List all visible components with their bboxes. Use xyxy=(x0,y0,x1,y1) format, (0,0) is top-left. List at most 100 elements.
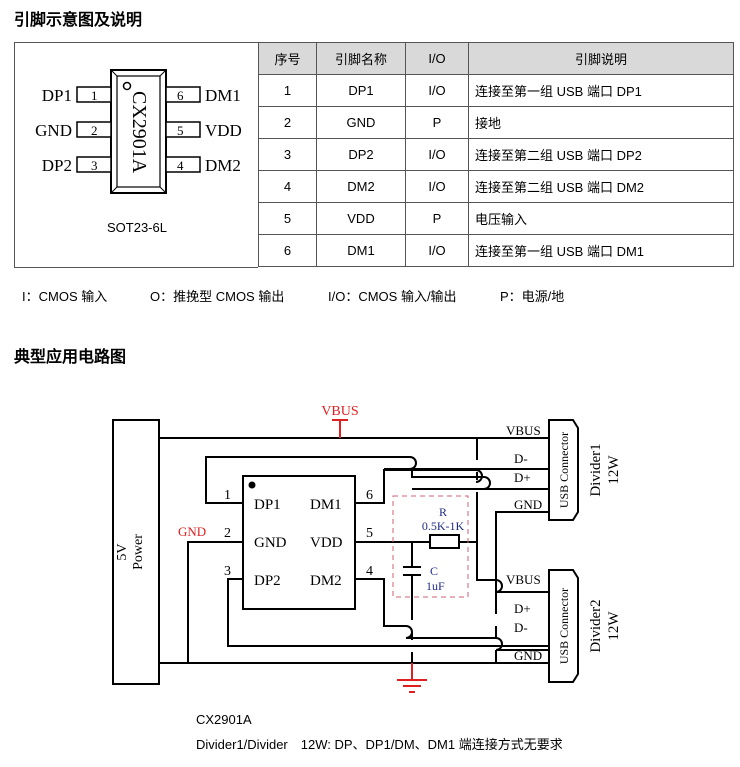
d1-sig-dminus: D- xyxy=(514,451,528,466)
pin-num-3: 3 xyxy=(91,158,98,173)
pin-num-6: 6 xyxy=(177,88,184,103)
cell-description: 电压输入 xyxy=(468,202,734,235)
usb-connector-1 xyxy=(548,419,579,521)
table-row: 2 GND P 接地 xyxy=(258,106,734,139)
cell-index: 6 xyxy=(258,234,317,267)
connector1-label: USB Connector xyxy=(557,432,571,508)
sch-pin-1: 1 xyxy=(224,488,231,503)
pin-num-5: 5 xyxy=(177,123,184,138)
capacitor xyxy=(403,542,421,610)
sch-dm1: DM1 xyxy=(310,497,342,513)
wire-vbus-divider2 xyxy=(476,438,549,593)
pin-name-4: DM2 xyxy=(205,156,241,175)
pin-name-6: DM1 xyxy=(205,86,241,105)
cell-pin-name: GND xyxy=(316,106,406,139)
cell-description: 连接至第二组 USB 端口 DM2 xyxy=(468,170,734,203)
connector2-power: 12W xyxy=(606,611,622,641)
table-row: 6 DM1 I/O 连接至第一组 USB 端口 DM1 xyxy=(258,234,734,267)
rc-dashed-box xyxy=(392,495,469,598)
pin-4 xyxy=(165,156,201,173)
pin-num-1: 1 xyxy=(91,88,98,103)
connector2-name: Divider2 xyxy=(588,599,604,652)
sch-pin-2: 2 xyxy=(224,526,231,541)
capacitor-value: 1uF xyxy=(426,579,445,593)
capacitor-name: C xyxy=(430,564,438,578)
gnd-label: GND xyxy=(178,524,206,539)
chip-inner xyxy=(116,75,161,188)
connector1-name: Divider1 xyxy=(588,443,604,496)
footer-note: Divider1/Divider 12W: DP、DP1/DM、DM1 端连接方… xyxy=(196,737,563,752)
package-svg: CX2901A 1 2 3 DP1 GND DP2 6 5 4 DM1 VDD … xyxy=(35,69,242,235)
table-header-row: 序号 引脚名称 I/O 引脚说明 xyxy=(258,42,734,75)
pin-name-1: DP1 xyxy=(42,86,72,105)
package-label: SOT23-6L xyxy=(107,220,167,235)
col-header-description: 引脚说明 xyxy=(468,42,734,75)
legend-power: P：电源/地 xyxy=(500,289,565,304)
cell-index: 3 xyxy=(258,138,317,171)
pin-num-2: 2 xyxy=(91,123,98,138)
legend-io: I/O：CMOS 输入/输出 xyxy=(328,289,457,304)
pin-3 xyxy=(76,156,112,173)
section-title-circuit: 典型应用电路图 xyxy=(14,349,127,366)
sch-dp1: DP1 xyxy=(254,497,281,513)
wire-dm2 xyxy=(355,578,549,651)
package-diagram: CX2901A 1 2 3 DP1 GND DP2 6 5 4 DM1 VDD … xyxy=(14,42,258,268)
vbus-symbol xyxy=(332,419,348,438)
pin-5 xyxy=(165,121,201,138)
footer-chip-name: CX2901A xyxy=(196,712,252,727)
cell-description: 接地 xyxy=(468,106,734,139)
pin-6 xyxy=(165,86,201,103)
chip-name: CX2901A xyxy=(128,91,150,174)
wire-dm1 xyxy=(355,469,483,504)
connector2-label: USB Connector xyxy=(557,588,571,664)
sch-pin-6: 6 xyxy=(366,488,373,503)
cell-pin-name: DP1 xyxy=(316,74,406,107)
pin-1 xyxy=(76,86,112,103)
power-label-5v: 5V xyxy=(115,543,130,560)
legend-output: O：推挽型 CMOS 输出 xyxy=(150,289,285,304)
legend-input: I：CMOS 输入 xyxy=(22,289,108,304)
sch-pin-5: 5 xyxy=(366,526,373,541)
cell-pin-name: DM1 xyxy=(316,234,406,267)
pin1-dot xyxy=(248,481,256,489)
d1-sig-gnd: GND xyxy=(514,497,542,512)
vbus-label: VBUS xyxy=(321,404,358,419)
d2-sig-dplus: D+ xyxy=(514,601,531,616)
wire-dp2 xyxy=(227,578,549,647)
pin-name-2: GND xyxy=(35,121,72,140)
d2-sig-vbus: VBUS xyxy=(506,572,541,587)
sch-pin-4: 4 xyxy=(366,564,373,579)
pin-num-4: 4 xyxy=(177,158,184,173)
cell-index: 4 xyxy=(258,170,317,203)
cell-io: I/O xyxy=(405,170,469,203)
sch-gnd: GND xyxy=(254,535,287,551)
resistor-name: R xyxy=(439,505,447,519)
connector1-power: 12W xyxy=(606,455,622,485)
d1-sig-dplus: D+ xyxy=(514,470,531,485)
section-title-pinout: 引脚示意图及说明 xyxy=(14,12,143,29)
d2-sig-gnd: GND xyxy=(514,648,542,663)
io-legend: I：CMOS 输入 O：推挽型 CMOS 输出 I/O：CMOS 输入/输出 P… xyxy=(22,286,564,305)
usb-connector-2 xyxy=(548,569,579,683)
d1-sig-vbus: VBUS xyxy=(506,423,541,438)
power-block xyxy=(112,419,160,685)
resistor-value: 0.5K-1K xyxy=(422,519,465,533)
pin-table: 序号 引脚名称 I/O 引脚说明 1 DP1 I/O 连接至第一组 USB 端口… xyxy=(258,42,734,267)
pin1-marker xyxy=(122,81,132,91)
sch-dm2: DM2 xyxy=(310,573,342,589)
sch-vdd: VDD xyxy=(310,535,343,551)
d2-sig-dminus: D- xyxy=(514,620,528,635)
ground-symbol xyxy=(397,663,427,693)
wire-gnd-divider1 xyxy=(495,511,549,663)
cell-pin-name: DM2 xyxy=(316,170,406,203)
pin-2 xyxy=(76,121,112,138)
col-header-io: I/O xyxy=(405,42,469,75)
pin-name-3: DP2 xyxy=(42,156,72,175)
sch-dp2: DP2 xyxy=(254,573,281,589)
pin-name-5: VDD xyxy=(205,121,242,140)
power-label-power: Power xyxy=(131,534,146,570)
resistor xyxy=(429,534,460,549)
cell-io: P xyxy=(405,202,469,235)
cell-description: 连接至第二组 USB 端口 DP2 xyxy=(468,138,734,171)
